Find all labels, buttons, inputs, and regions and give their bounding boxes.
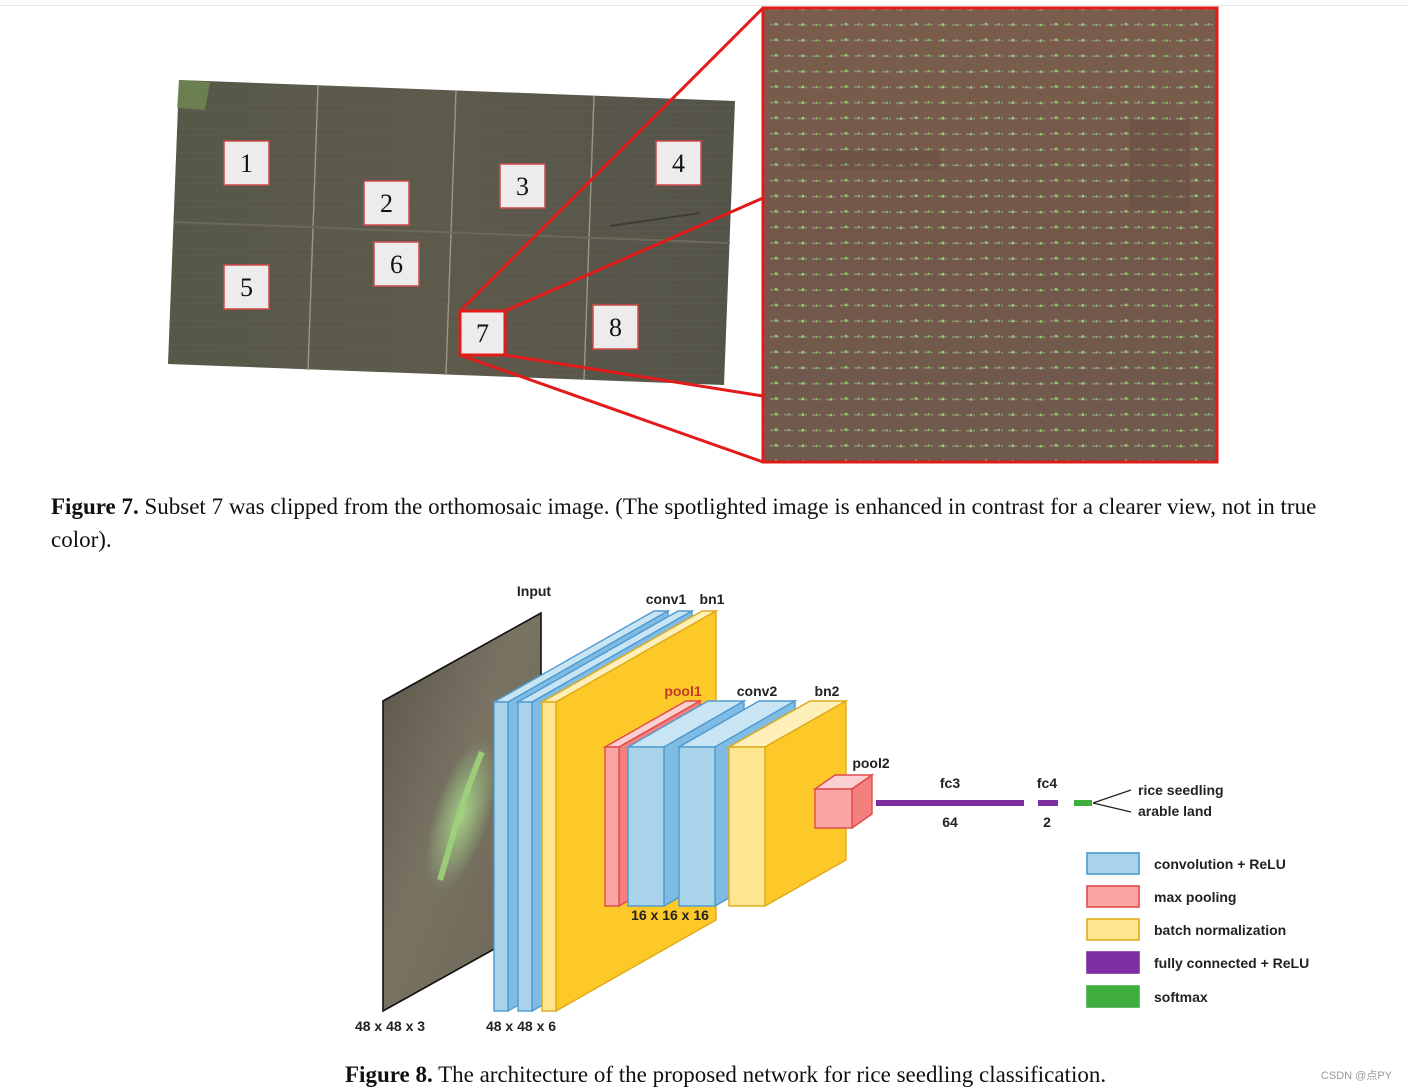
- plot-label-2: 2: [380, 189, 393, 218]
- plot-label-3: 3: [516, 172, 529, 201]
- legend-item-batch-normalization: batch normalization: [1086, 918, 1286, 941]
- fc4-dims: 2: [1043, 814, 1051, 830]
- output-arable-land: arable land: [1138, 803, 1212, 819]
- plot-marker-6: 6: [373, 241, 420, 287]
- plot-label-8: 8: [609, 313, 622, 342]
- plot-label-5: 5: [240, 273, 253, 302]
- fc3-dims: 64: [942, 814, 958, 830]
- figure8-caption: Figure 8. The architecture of the propos…: [345, 1058, 1245, 1091]
- input-label: Input: [517, 583, 552, 599]
- pool2-block: [812, 773, 875, 830]
- fc4-label: fc4: [1037, 775, 1057, 791]
- svg-text:max pooling: max pooling: [1154, 889, 1236, 905]
- figure8-caption-label: Figure 8.: [345, 1062, 433, 1087]
- legend-item-max-pooling: max pooling: [1086, 885, 1236, 908]
- legend-item-softmax: softmax: [1086, 985, 1208, 1008]
- plot-marker-8: 8: [592, 304, 639, 350]
- plot-marker-4: 4: [655, 140, 702, 186]
- input-dims: 48 x 48 x 3: [355, 1018, 425, 1034]
- output-rice-seedling: rice seedling: [1138, 782, 1224, 798]
- svg-text:batch normalization: batch normalization: [1154, 922, 1286, 938]
- bn1-label: bn1: [700, 591, 725, 607]
- figure7-caption: Figure 7. Subset 7 was clipped from the …: [51, 490, 1351, 556]
- figure7-caption-label: Figure 7.: [51, 494, 139, 519]
- plot-label-1: 1: [240, 149, 253, 178]
- pool2-label: pool2: [852, 755, 890, 771]
- conv1-dims: 48 x 48 x 6: [486, 1018, 556, 1034]
- pool1-label: pool1: [664, 683, 702, 699]
- zoom-connector-lines: [458, 6, 765, 464]
- bn2-block: [726, 699, 849, 908]
- svg-text:softmax: softmax: [1154, 989, 1208, 1005]
- legend: convolution + ReLU max pooling batch nor…: [1086, 852, 1309, 1008]
- plot-label-4: 4: [672, 149, 685, 178]
- orthomosaic-image: [168, 80, 735, 385]
- cnn-architecture-diagram: Input 48 x 48 x 3 conv1 bn1 48 x 48 x 6: [355, 583, 1309, 1034]
- fc3-bar: [876, 800, 1024, 806]
- plot-markers: 1 2 3 4 5 6 7 8: [223, 140, 702, 357]
- page-top-rule: [0, 5, 1408, 6]
- zoomed-subset-image: [761, 6, 1219, 464]
- figure7-caption-text: Subset 7 was clipped from the orthomosai…: [51, 494, 1317, 552]
- conv1-label: conv1: [646, 591, 687, 607]
- watermark: CSDN @点PY: [1320, 1070, 1392, 1082]
- figure8-caption-text: The architecture of the proposed network…: [432, 1062, 1107, 1087]
- plot-marker-7: 7: [458, 309, 507, 357]
- bn2-label: bn2: [815, 683, 840, 699]
- plot-marker-1: 1: [223, 140, 270, 186]
- plot-marker-3: 3: [499, 163, 546, 209]
- conv2-label: conv2: [737, 683, 778, 699]
- svg-text:fully connected + ReLU: fully connected + ReLU: [1154, 955, 1309, 971]
- output-arrow-rice: [1092, 789, 1132, 804]
- svg-text:convolution + ReLU: convolution + ReLU: [1154, 856, 1286, 872]
- plot-marker-2: 2: [363, 180, 410, 226]
- pool1-dims: 16 x 16 x 16: [631, 907, 709, 923]
- plot-marker-5: 5: [223, 264, 270, 310]
- softmax-bar: [1074, 800, 1092, 806]
- fc4-bar: [1038, 800, 1058, 806]
- plot-label-7: 7: [476, 319, 489, 348]
- legend-item-convolution: convolution + ReLU: [1086, 852, 1286, 875]
- plot-label-6: 6: [390, 250, 403, 279]
- fc3-label: fc3: [940, 775, 960, 791]
- output-arrow-land: [1092, 802, 1132, 813]
- legend-item-fully-connected: fully connected + ReLU: [1086, 951, 1309, 974]
